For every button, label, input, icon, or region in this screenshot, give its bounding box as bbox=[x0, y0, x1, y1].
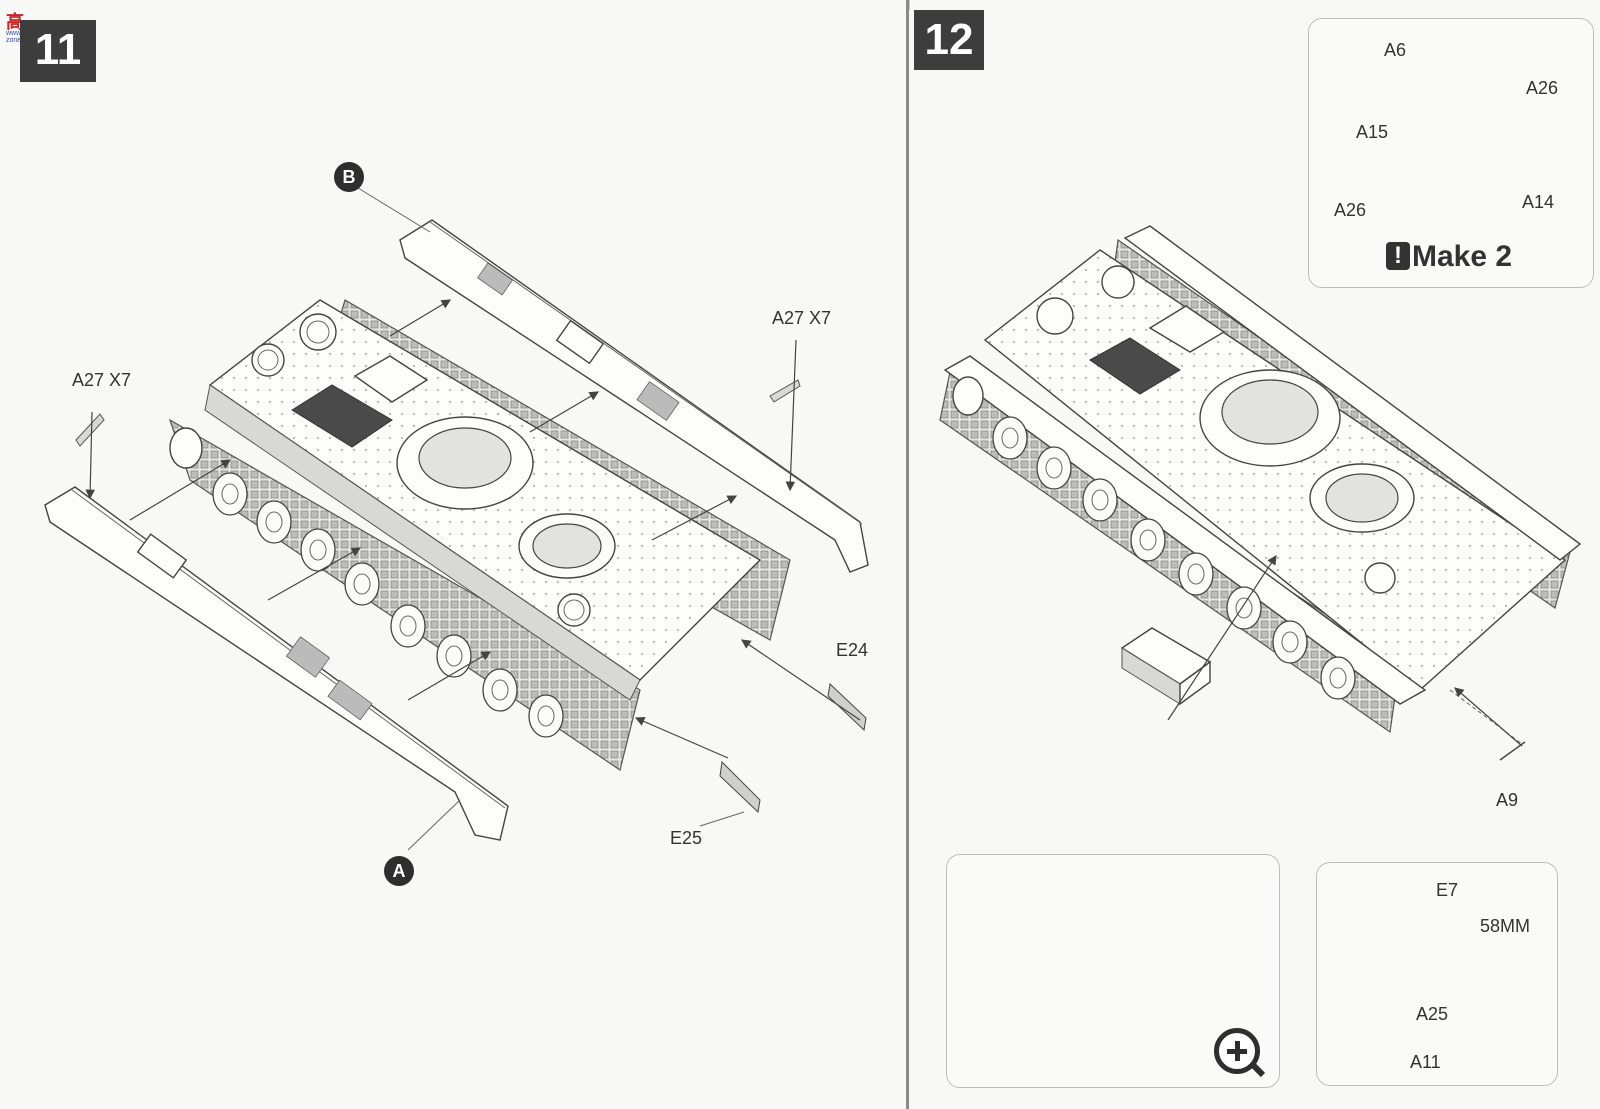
part-e24 bbox=[827, 682, 867, 732]
part-a27-left bbox=[75, 413, 105, 447]
label-a27-left: A27 X7 bbox=[72, 370, 132, 390]
part-a9 bbox=[1449, 687, 1526, 761]
step11-hull-assembly bbox=[168, 299, 791, 771]
part-a27-right bbox=[769, 379, 801, 403]
step12-hull-assembly bbox=[939, 225, 1582, 734]
label-a11: A11 bbox=[1410, 1052, 1441, 1072]
label-e25: E25 bbox=[670, 828, 703, 848]
zoom-in-icon bbox=[1214, 1028, 1266, 1078]
subassembly-panel bbox=[1308, 18, 1594, 288]
label-e24: E24 bbox=[836, 640, 869, 660]
label-a14: A14 bbox=[1522, 192, 1555, 212]
step-number-11: 11 bbox=[20, 20, 96, 82]
fender-a bbox=[44, 486, 509, 841]
make-quantity-note: !Make 2 bbox=[1386, 240, 1512, 274]
warning-icon: ! bbox=[1386, 242, 1410, 270]
step-number-12: 12 bbox=[914, 10, 984, 70]
label-a6: A6 bbox=[1384, 40, 1407, 60]
label-a26-top: A26 bbox=[1526, 78, 1559, 98]
label-a15: A15 bbox=[1356, 122, 1389, 142]
label-a25: A25 bbox=[1416, 1004, 1449, 1024]
page-fold bbox=[906, 0, 909, 1109]
callout-a: A bbox=[384, 856, 414, 886]
callout-b: B bbox=[334, 162, 364, 192]
make-quantity-text: Make 2 bbox=[1412, 240, 1513, 273]
watermark-logo: 高 bbox=[6, 12, 25, 32]
cable-detail-panel bbox=[1316, 862, 1558, 1086]
label-a26-bottom: A26 bbox=[1334, 200, 1367, 220]
label-cable-length: 58MM bbox=[1480, 916, 1531, 936]
fender-b bbox=[399, 219, 869, 573]
label-e7: E7 bbox=[1436, 880, 1459, 900]
label-a9: A9 bbox=[1496, 790, 1519, 810]
part-e25 bbox=[719, 760, 761, 814]
label-a27-right: A27 X7 bbox=[772, 308, 832, 328]
